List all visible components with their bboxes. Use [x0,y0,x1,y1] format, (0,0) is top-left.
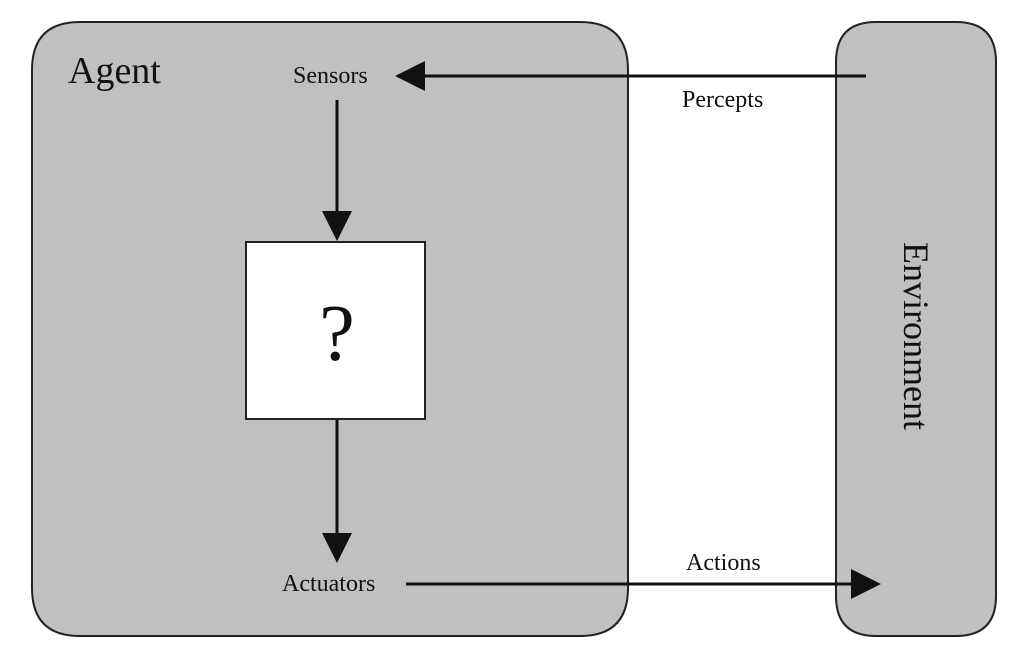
agent-label: Agent [68,50,161,92]
percepts-label: Percepts [682,87,763,113]
sensors-label: Sensors [293,63,368,89]
environment-box [835,21,997,637]
agent-function-box [245,241,426,420]
actions-label: Actions [686,550,761,576]
actuators-label: Actuators [282,571,375,597]
unknown-label: ? [319,290,355,378]
environment-label: Environment [896,242,936,430]
